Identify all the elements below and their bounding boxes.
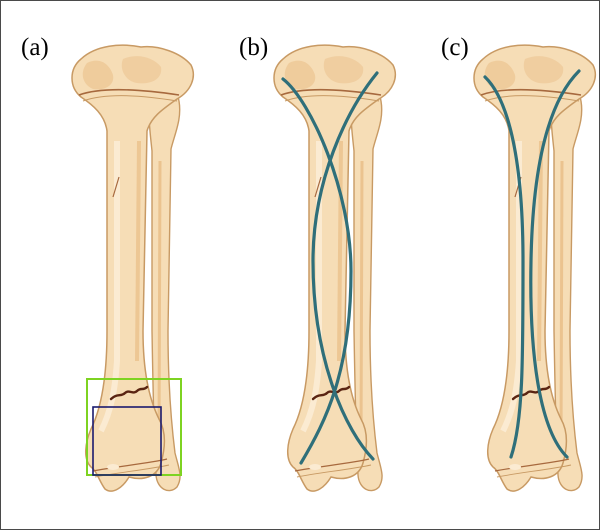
panel-label-a: (a) <box>21 35 49 60</box>
panel-label-b: (b) <box>239 35 268 60</box>
panel-b-leg-illustration <box>274 45 395 491</box>
panel-label-c: (c) <box>441 35 469 60</box>
panel-a-leg-illustration <box>72 45 193 491</box>
panel-c-leg-illustration <box>474 45 595 491</box>
